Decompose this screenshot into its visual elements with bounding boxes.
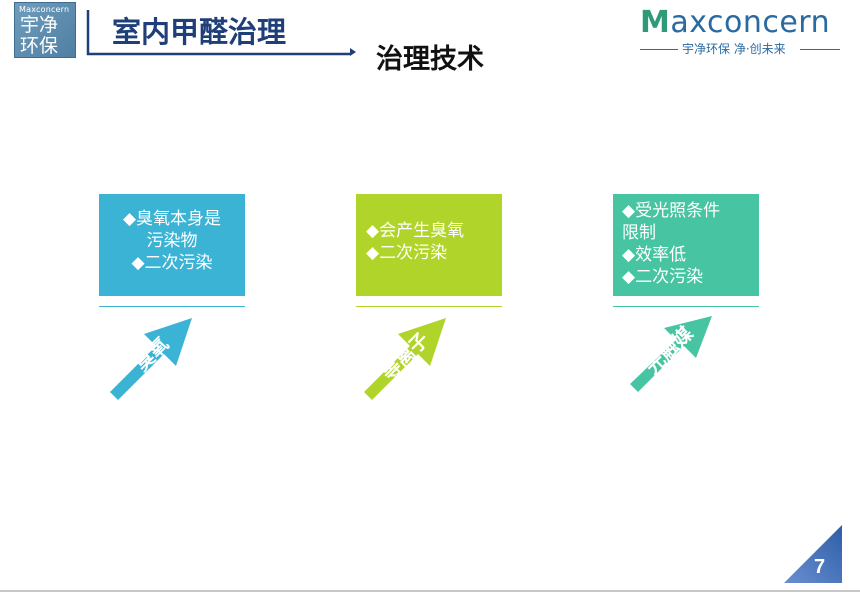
card-plasma: ◆会产生臭氧 ◆二次污染: [356, 194, 502, 296]
card-photocatalyst-text: ◆受光照条件 限制 ◆效率低 ◆二次污染: [622, 201, 721, 287]
logo-line-2: 环保: [20, 35, 59, 57]
card-photocatalyst-divider: [613, 306, 759, 307]
card-ozone: ◆臭氧本身是 污染物 ◆二次污染: [99, 194, 245, 296]
arrow-plasma-icon: [358, 318, 446, 400]
brand-tagline-text: 宇净环保 净·创未来: [682, 42, 786, 56]
card-photocatalyst: ◆受光照条件 限制 ◆效率低 ◆二次污染: [613, 194, 759, 296]
brand-tagline: 宇净环保 净·创未来: [640, 41, 840, 57]
logo-line-1: 宇净: [20, 14, 59, 36]
page-title: 室内甲醛治理: [112, 15, 287, 49]
card-plasma-text: ◆会产生臭氧 ◆二次污染: [366, 221, 465, 263]
card-ozone-text: ◆臭氧本身是 污染物 ◆二次污染: [122, 209, 222, 273]
tagline-rule-right: [800, 49, 840, 50]
title-frame-line: [86, 10, 356, 56]
logo-small-text: Maxconcern: [19, 5, 70, 14]
card-plasma-divider: [356, 306, 502, 307]
tagline-rule-left: [640, 49, 678, 50]
card-ozone-divider: [99, 306, 245, 307]
company-logo-tile: Maxconcern 宇净 环保: [14, 2, 76, 58]
section-subtitle: 治理技术: [376, 44, 484, 75]
page-number: 7: [814, 556, 826, 578]
brand-wordmark-m: M: [640, 5, 671, 40]
arrow-ozone-icon: [104, 318, 192, 400]
page-corner-triangle: [784, 525, 842, 583]
bottom-divider: [0, 590, 860, 592]
brand-wordmark-rest: axconcern: [670, 5, 831, 40]
brand-wordmark: Maxconcern: [640, 6, 830, 40]
arrow-photocatalyst-icon: [624, 316, 712, 392]
